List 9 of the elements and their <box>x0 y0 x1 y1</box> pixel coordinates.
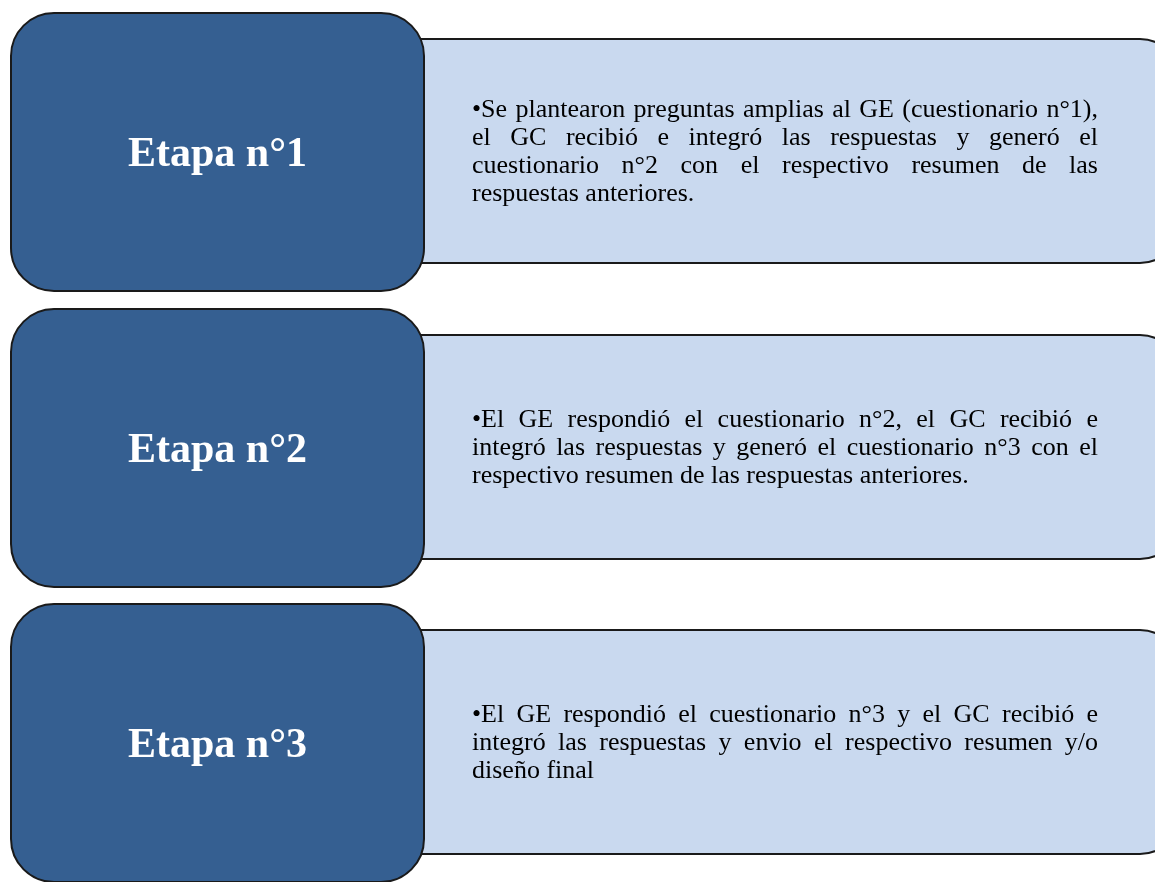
description-text: •El GE respondió el cuestionario n°3 y el GC recibió e integró las respuestas y envio el respectivo resumen y/o diseño final <box>472 700 1098 784</box>
description-text: •Se plantearon preguntas amplias al GE (cuestionario n°1), el GC recibió e integró las respuestas y generó el cuestionario n°2 con el respectivo resumen de las respuestas anteriores. <box>472 95 1098 207</box>
stage-box <box>10 603 425 882</box>
stage-title: Etapa n°3 <box>128 718 307 768</box>
stage-box <box>10 308 425 588</box>
description-text: •El GE respondió el cuestionario n°2, el GC recibió e integró las respuestas y generó el cuestionario n°3 con el respectivo resumen de las respuestas anteriores. <box>472 405 1098 489</box>
stage-box <box>10 12 425 292</box>
stage-title: Etapa n°2 <box>128 423 307 473</box>
stage-title: Etapa n°1 <box>128 127 307 177</box>
